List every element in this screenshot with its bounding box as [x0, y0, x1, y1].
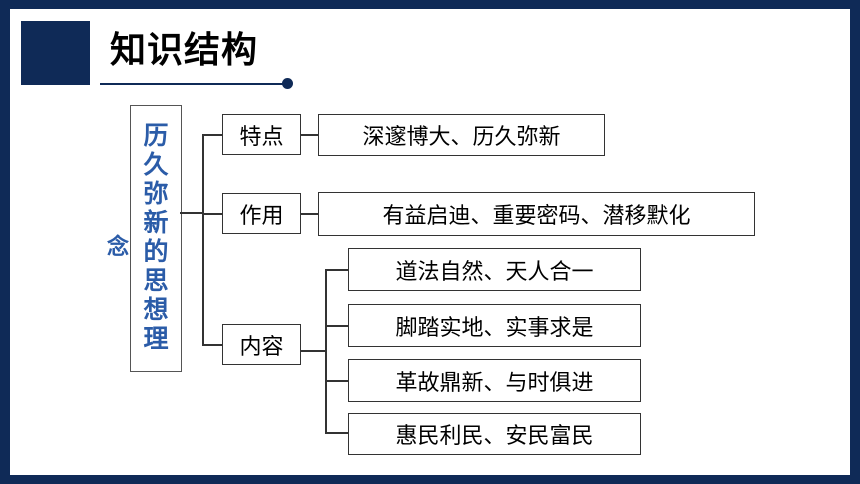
- connector-content-item-2: [325, 325, 348, 327]
- connector-to-branch-2: [202, 213, 222, 215]
- root-node-label-tail: 念: [107, 235, 130, 260]
- connector-content-stub: [301, 350, 325, 352]
- leaf-node-function-item: 有益启迪、重要密码、潜移默化: [318, 192, 755, 236]
- connector-to-branch-1: [202, 134, 222, 136]
- root-node-label: 历久弥新的思想理: [143, 121, 169, 353]
- branch-node-features: 特点: [222, 114, 301, 155]
- connector-to-branch-3: [202, 344, 222, 346]
- root-node-box: [130, 105, 182, 372]
- leaf-node-content-item-1: 道法自然、天人合一: [348, 248, 641, 291]
- connector-root-to-branches: [180, 212, 202, 214]
- connector-function-to-item: [301, 213, 318, 215]
- connector-branch-vertical: [202, 134, 204, 344]
- leaf-node-content-item-4: 惠民利民、安民富民: [348, 413, 641, 455]
- title-underline: [100, 83, 288, 85]
- leaf-node-features-item: 深邃博大、历久弥新: [318, 114, 605, 156]
- leaf-node-content-item-2: 脚踏实地、实事求是: [348, 304, 641, 347]
- branch-node-content: 内容: [222, 324, 301, 365]
- title-dot: [282, 78, 293, 89]
- connector-features-to-item: [301, 134, 318, 136]
- connector-content-item-3: [325, 380, 348, 382]
- connector-content-item-4: [325, 432, 348, 434]
- branch-node-function: 作用: [222, 193, 301, 234]
- connector-content-vertical: [325, 269, 327, 432]
- leaf-node-content-item-3: 革故鼎新、与时俱进: [348, 359, 641, 402]
- connector-content-item-1: [325, 269, 348, 271]
- slide: 知识结构 历久弥新的思想理 念 特点 作用 内容 深邃博大、历久弥新 有益启迪、…: [10, 9, 850, 475]
- page-title: 知识结构: [110, 30, 259, 71]
- header-decoration-block: [21, 21, 90, 85]
